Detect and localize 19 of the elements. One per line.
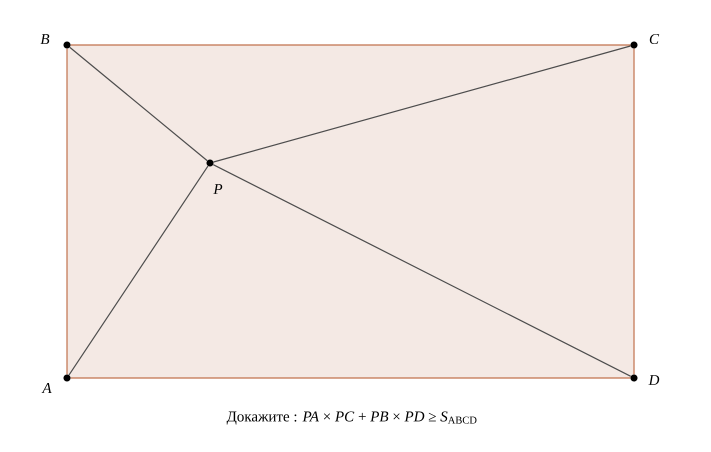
point: [206, 160, 214, 166]
point-label: P: [213, 184, 222, 194]
segment: [633, 48, 635, 374]
point-label: A: [42, 383, 52, 393]
segment: [70, 44, 630, 46]
point: [64, 374, 70, 382]
segment: [66, 48, 68, 374]
point-label: C: [650, 34, 660, 44]
segment: [68, 166, 208, 376]
point-label: D: [648, 375, 660, 385]
segment: [213, 164, 631, 377]
segment: [213, 45, 631, 163]
caption: Докажите : PA × PC + PB × PD ≥ S$_{ABCD}$: [226, 411, 476, 425]
point: [630, 42, 638, 48]
point-label: B: [40, 34, 50, 44]
segment: [70, 377, 630, 379]
segment: [69, 46, 208, 162]
point: [630, 374, 638, 382]
point: [64, 42, 70, 48]
